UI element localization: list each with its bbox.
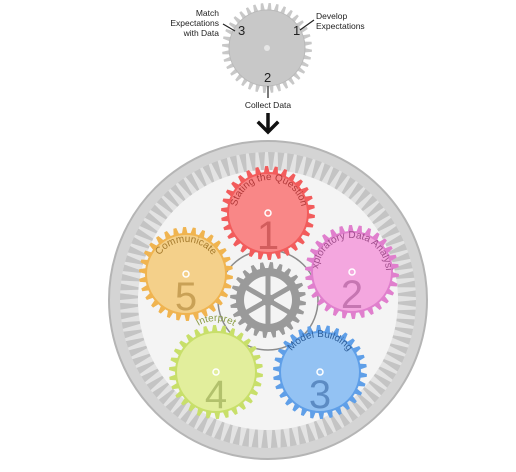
planet-gear-3-number: 3 — [309, 373, 331, 417]
top-step-3-label-line1: Match — [196, 8, 219, 18]
top-step-3-label-line2: Expectations — [170, 18, 219, 28]
top-step-2-label: Collect Data — [245, 100, 292, 110]
planet-gear-1-hub — [264, 209, 272, 217]
planet-gear-4-label: Interpret — [194, 313, 237, 329]
top-step-1-label-line2: Expectations — [316, 21, 365, 31]
planet-gear-4-hub — [212, 368, 220, 376]
planet-gear-4-number: 4 — [205, 373, 227, 417]
top-step-2: 2 Collect Data — [245, 70, 292, 110]
planet-gear-5-hub — [182, 270, 190, 278]
planet-gear-2-body — [311, 231, 393, 313]
top-step-1-number: 1 — [293, 23, 300, 38]
top-gear — [222, 3, 312, 93]
planet-gear-3-hub — [316, 368, 324, 376]
planet-gear-2-number: 2 — [341, 273, 363, 317]
top-step-1-label-line1: Develop — [316, 11, 347, 21]
top-step-3: 3 Match Expectations with Data — [170, 8, 245, 38]
planet-gear-4: Interpret 4 — [169, 313, 263, 419]
planet-gear-5: Communicate 5 — [139, 227, 233, 321]
planet-gear-2-hub — [348, 268, 356, 276]
top-step-3-label-line3: with Data — [183, 28, 220, 38]
planet-gear-1-number: 1 — [257, 214, 279, 258]
top-step-1: 1 Develop Expectations — [293, 11, 365, 38]
planet-gear-5-body — [145, 233, 227, 315]
planet-gear-1-body — [227, 172, 309, 254]
top-step-3-number: 3 — [238, 23, 245, 38]
top-gear-hub — [264, 45, 270, 51]
top-step-2-number: 2 — [264, 70, 271, 85]
top-step-1-leader — [299, 19, 315, 31]
down-arrow-icon — [256, 113, 280, 135]
planet-gear-5-number: 5 — [175, 275, 197, 319]
center-gear-hub — [262, 294, 274, 306]
planet-gear-3-body — [279, 331, 361, 413]
planet-gear-4-body — [175, 331, 257, 413]
top-step-3-leader — [222, 23, 236, 32]
